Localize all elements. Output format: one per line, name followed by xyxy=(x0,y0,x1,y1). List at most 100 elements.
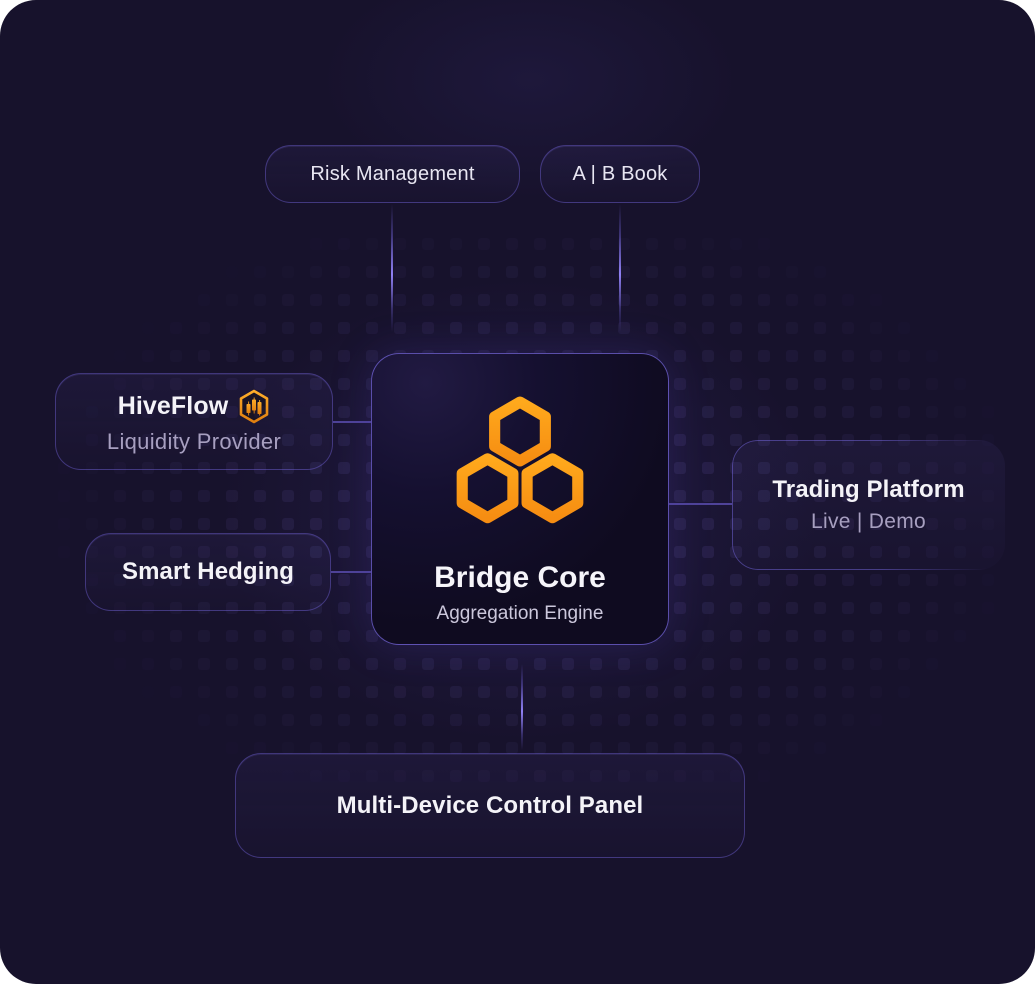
dot xyxy=(338,350,350,362)
dot xyxy=(450,266,462,278)
dot xyxy=(534,686,546,698)
dot xyxy=(814,322,826,334)
dot xyxy=(142,686,154,698)
dot xyxy=(898,658,910,670)
dot xyxy=(534,238,546,250)
dot xyxy=(730,266,742,278)
dot xyxy=(142,630,154,642)
dot xyxy=(310,294,322,306)
dot xyxy=(842,406,854,418)
dot xyxy=(198,630,210,642)
dot xyxy=(478,714,490,726)
dot xyxy=(702,238,714,250)
dot xyxy=(758,266,770,278)
dot xyxy=(786,266,798,278)
dot xyxy=(142,350,154,362)
dot xyxy=(366,350,378,362)
dot xyxy=(422,658,434,670)
dot xyxy=(786,658,798,670)
dot xyxy=(282,518,294,530)
dot xyxy=(870,658,882,670)
dot xyxy=(898,406,910,418)
dot xyxy=(170,658,182,670)
dot xyxy=(646,686,658,698)
dot xyxy=(394,266,406,278)
dot xyxy=(114,518,126,530)
dot xyxy=(170,490,182,502)
dot xyxy=(730,574,742,586)
dot xyxy=(394,714,406,726)
dot xyxy=(954,574,966,586)
dot xyxy=(170,686,182,698)
dot xyxy=(170,630,182,642)
dot xyxy=(310,714,322,726)
hiveflow-hexagon-candlestick-icon xyxy=(238,389,270,425)
dot xyxy=(674,602,686,614)
dot xyxy=(338,490,350,502)
dot xyxy=(814,714,826,726)
dot xyxy=(394,322,406,334)
dot xyxy=(730,630,742,642)
dot xyxy=(954,602,966,614)
dot xyxy=(114,630,126,642)
dot xyxy=(310,658,322,670)
connector-core-to-trading-platform xyxy=(669,503,732,505)
dot xyxy=(506,658,518,670)
dot xyxy=(926,574,938,586)
dot xyxy=(814,630,826,642)
dot xyxy=(478,266,490,278)
dot xyxy=(870,602,882,614)
dot xyxy=(226,350,238,362)
dot xyxy=(870,630,882,642)
bridge-core-title: Bridge Core xyxy=(434,561,606,594)
dot xyxy=(478,294,490,306)
dot xyxy=(338,406,350,418)
dot xyxy=(674,322,686,334)
dot xyxy=(786,686,798,698)
dot xyxy=(618,686,630,698)
dot xyxy=(674,546,686,558)
dot xyxy=(254,294,266,306)
dot xyxy=(842,322,854,334)
dot xyxy=(450,686,462,698)
dot xyxy=(254,350,266,362)
dot xyxy=(870,322,882,334)
dot xyxy=(870,714,882,726)
dot xyxy=(898,602,910,614)
dot xyxy=(506,322,518,334)
dot xyxy=(58,490,70,502)
dot xyxy=(366,658,378,670)
dot xyxy=(730,294,742,306)
dot xyxy=(394,658,406,670)
dot xyxy=(590,322,602,334)
dot xyxy=(142,490,154,502)
dot xyxy=(870,294,882,306)
dot xyxy=(254,686,266,698)
dot xyxy=(254,714,266,726)
dot xyxy=(114,658,126,670)
dot xyxy=(814,686,826,698)
node-smart-hedging: Smart Hedging xyxy=(85,533,331,611)
dot xyxy=(758,742,770,754)
dot xyxy=(170,350,182,362)
hiveflow-title: HiveFlow xyxy=(117,392,229,420)
connector-abbook-to-core xyxy=(619,204,621,332)
dot xyxy=(758,602,770,614)
dot xyxy=(730,686,742,698)
trading-platform-title: Trading Platform xyxy=(772,476,965,503)
dot xyxy=(254,630,266,642)
dot xyxy=(226,714,238,726)
dot xyxy=(926,602,938,614)
dot xyxy=(646,322,658,334)
dot xyxy=(590,714,602,726)
dot xyxy=(758,322,770,334)
dot xyxy=(142,322,154,334)
dot xyxy=(366,238,378,250)
dot xyxy=(338,574,350,586)
dot xyxy=(758,378,770,390)
dot xyxy=(142,518,154,530)
dot xyxy=(758,294,770,306)
dot xyxy=(758,350,770,362)
dot xyxy=(618,714,630,726)
dot xyxy=(702,490,714,502)
